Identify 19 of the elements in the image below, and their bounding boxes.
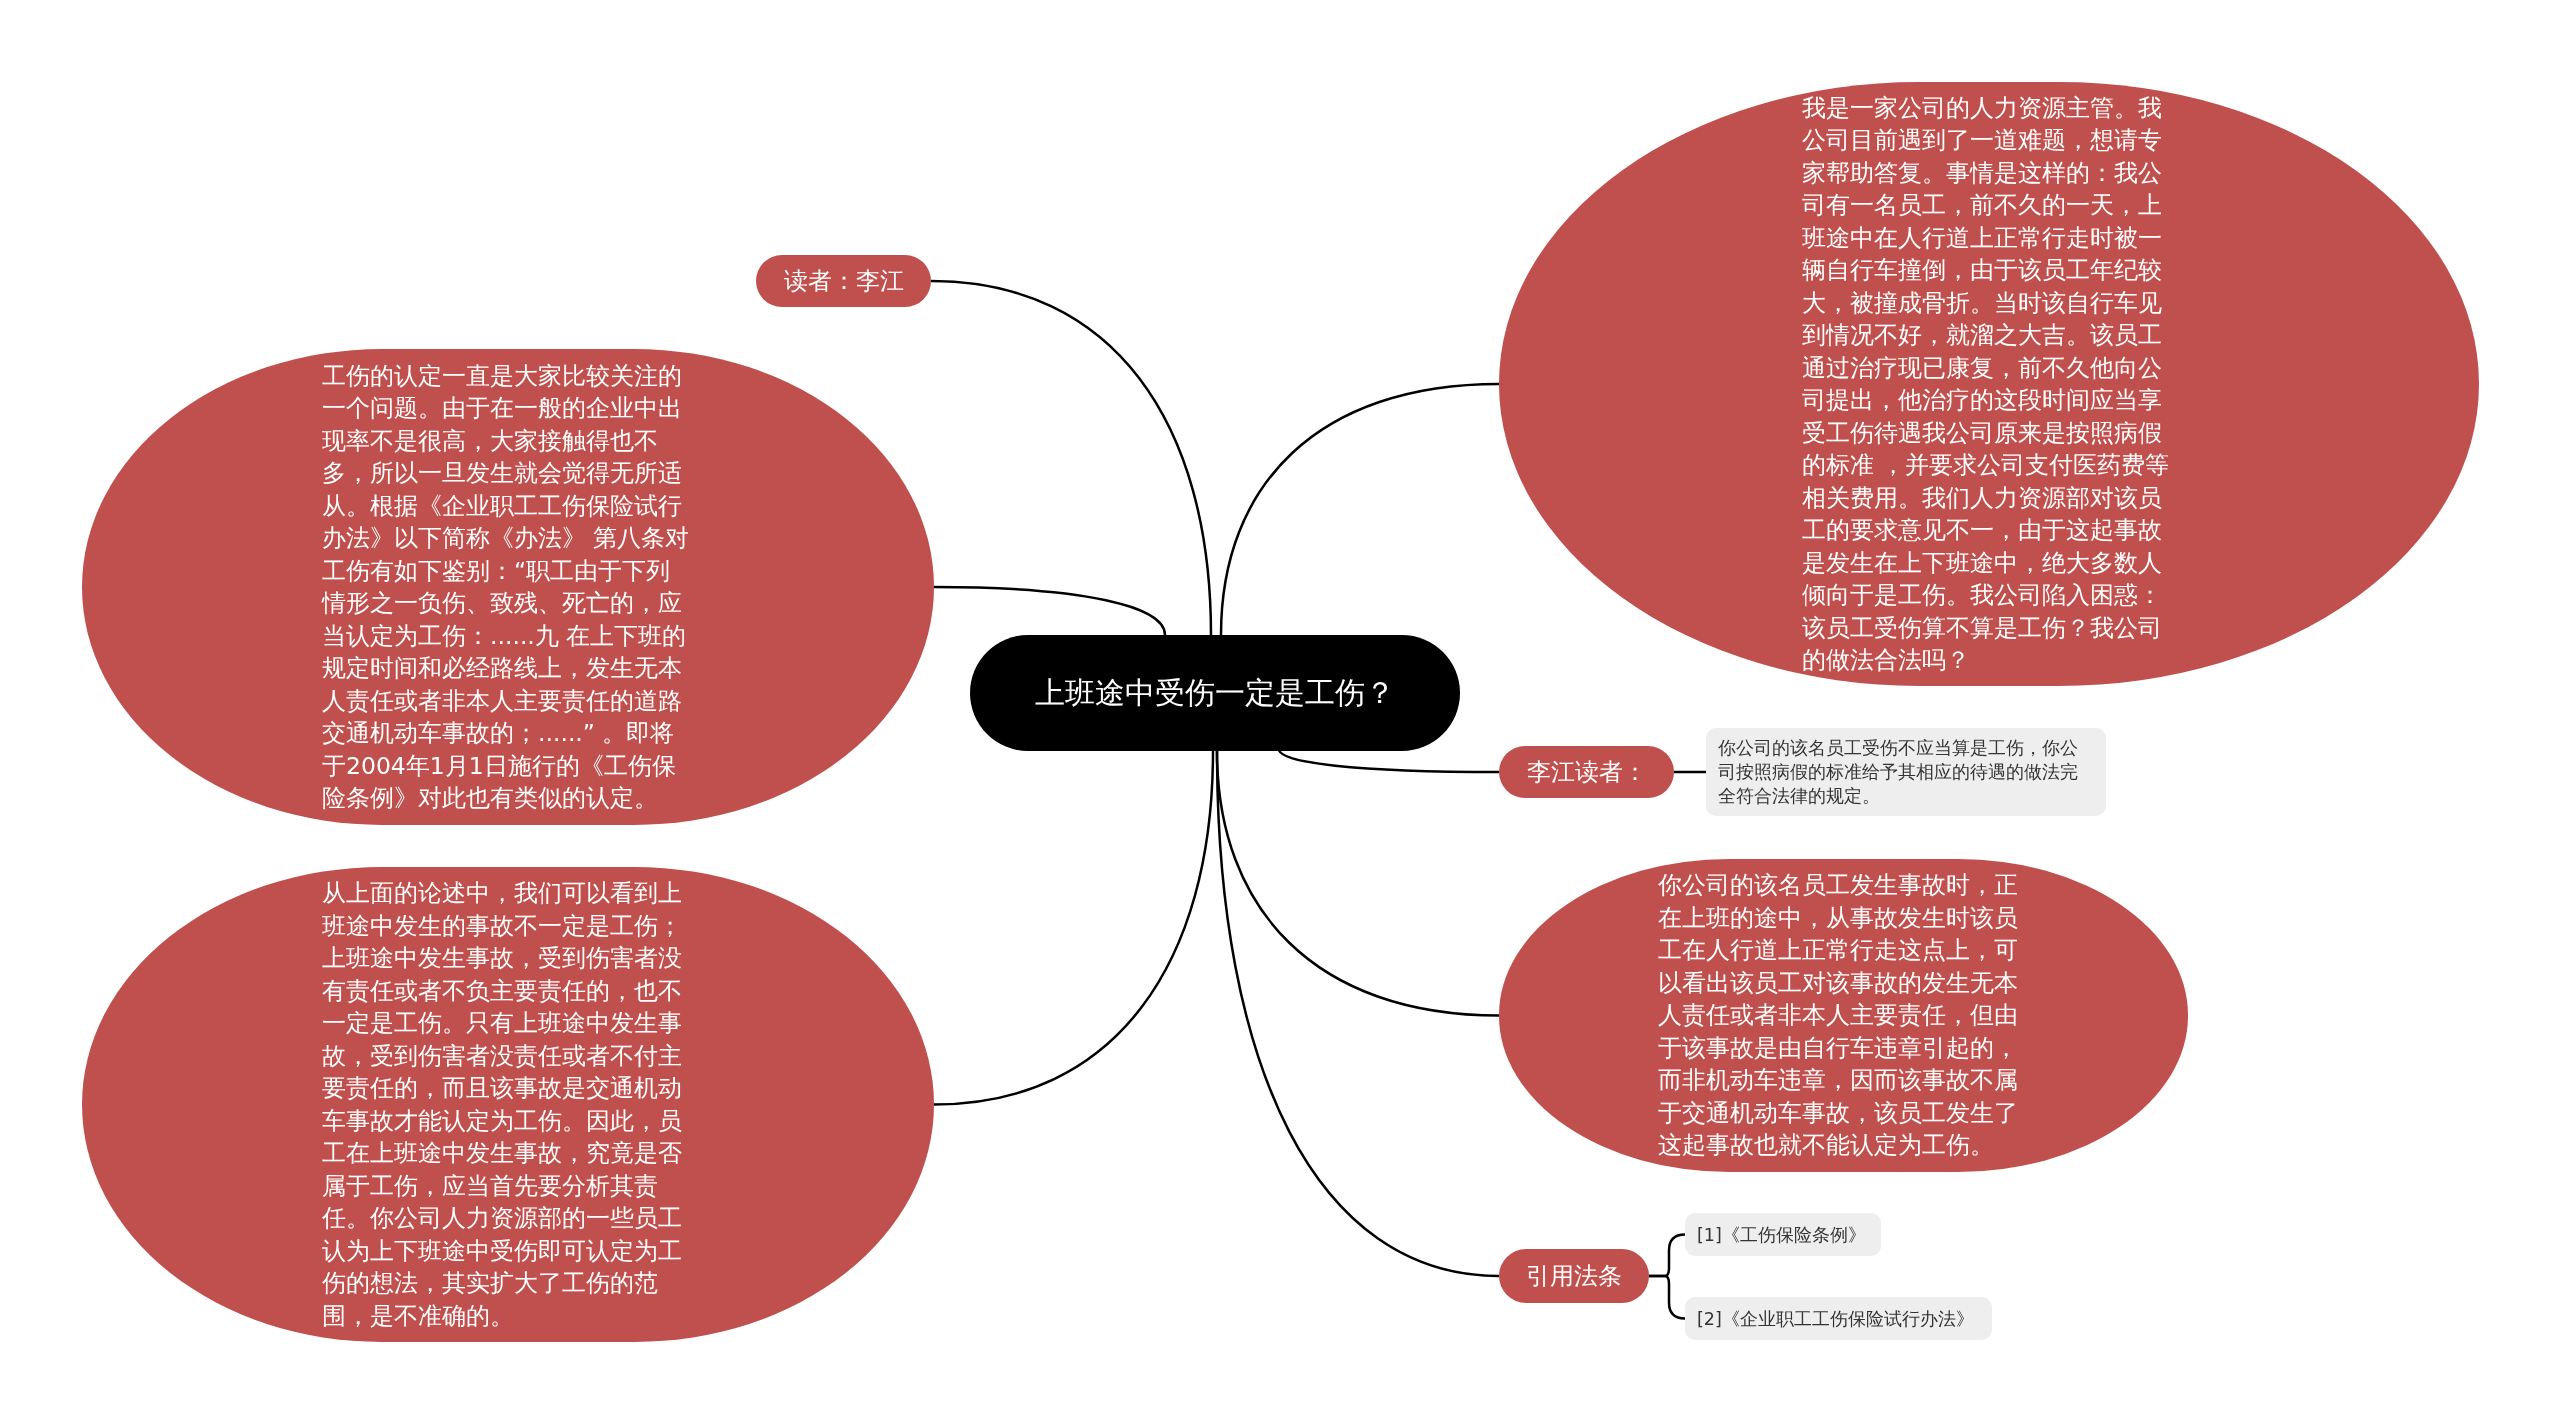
topic-bubble: 工伤的认定一直是大家比较关注的一个问题。由于在一般的企业中出现率不是很高，大家接触得也不多，所以一旦发生就会觉得无所适从。根据《企业职工工伤保险试行办法》以下简称《办法》 第八条对工伤有如下鉴别：“职工由于下列情形之一负伤、致残、死亡的，应当认定为工伤：......九 在上下班的规定时间和必经路线上，发生无本人责任或者非本人主要责任的道路交通机动车事故的；......” 。即将于2004年1月1日施行的《工伤保险条例》对此也有类似的认定。 bbox=[82, 349, 934, 825]
topic-bubble: 从上面的论述中，我们可以看到上班途中发生的事故不一定是工伤；上班途中发生事故，受到伤害者没有责任或者不负主要责任的，也不一定是工伤。只有上班途中发生事故，受到伤害者没责任或者不付主要责任的，而且该事故是交通机动车事故才能认定为工伤。因此，员工在上班途中发生事故，究竟是否属于工伤，应当首先要分析其责任。你公司人力资源部的一些员工认为上下班途中受伤即可认定为工伤的想法，其实扩大了工伤的范围，是不准确的。 bbox=[82, 867, 934, 1342]
connector-line bbox=[1277, 748, 1499, 774]
connector-line bbox=[933, 750, 1215, 1106]
topic-pill: 读者：李江 bbox=[756, 255, 931, 307]
note-box: 你公司的该名员工受伤不应当算是工伤，你公司按照病假的标准给予其相应的待遇的做法完全符合法律的规定。 bbox=[1706, 728, 2106, 816]
connector-line bbox=[1649, 1274, 1686, 1320]
connector-line bbox=[1219, 382, 1500, 636]
reference-box: [2]《企业职工工伤保险试行办法》 bbox=[1685, 1297, 1992, 1340]
topic-pill: 引用法条 bbox=[1499, 1249, 1649, 1303]
topic-pill: 李江读者： bbox=[1499, 746, 1674, 798]
reference-box: [1]《工伤保险条例》 bbox=[1685, 1213, 1881, 1256]
topic-bubble: 你公司的该名员工发生事故时，正在上班的途中，从事故发生时该员工在人行道上正常行走这点上，可以看出该员工对该事故的发生无本人责任或者非本人主要责任，但由于该事故是由自行车违章引起的，而非机动车违章，因而该事故不属于交通机动车事故，该员工发生了这起事故也就不能认定为工伤。 bbox=[1499, 859, 2188, 1172]
topic-bubble: 我是一家公司的人力资源主管。我公司目前遇到了一道难题，想请专家帮助答复。事情是这样的：我公司有一名员工，前不久的一天，上班途中在人行道上正常行走时被一辆自行车撞倒，由于该员工年纪较大，被撞成骨折。当时该自行车见到情况不好，就溜之大吉。该员工通过治疗现已康复，前不久他向公司提出，他治疗的这段时间应当享受工伤待遇我公司原来是按照病假的标准 ，并要求公司支付医药费等相关费用。我们人力资源部对该员工的要求意见不一，由于这起事故是发生在上下班途中，绝大多数人倾向于是工伤。我公司陷入困惑：该员工受伤算不算是工伤？我公司的做法合法吗？ bbox=[1499, 82, 2479, 686]
connector-line bbox=[934, 585, 1167, 636]
topic-bubble: 上班途中受伤一定是工伤？ bbox=[970, 635, 1460, 751]
connector-line bbox=[930, 279, 1213, 636]
connector-line bbox=[1215, 750, 1500, 1278]
connector-line bbox=[1674, 770, 1706, 774]
